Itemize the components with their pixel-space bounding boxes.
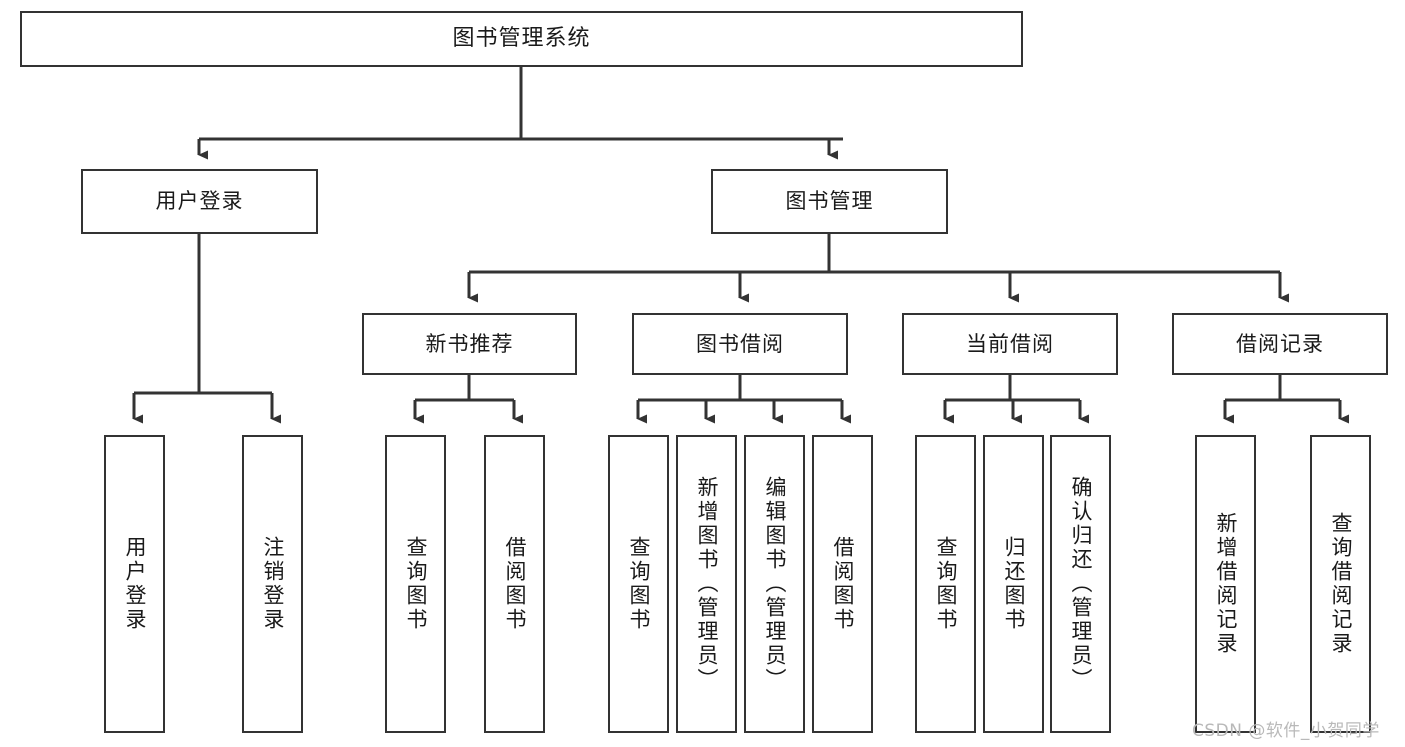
node-leaf-borrow-record-add-record[interactable]: 新增借阅记录 (1195, 435, 1256, 733)
node-label: 图书管理 (785, 189, 874, 214)
node-label: 查询图书 (404, 536, 428, 632)
node-leaf-user-login-logout[interactable]: 注销登录 (242, 435, 303, 733)
node-label: 查询借阅记录 (1329, 512, 1353, 656)
node-label: 确认归还（管理员） (1069, 476, 1093, 692)
node-leaf-book-borrow-query-book[interactable]: 查询图书 (608, 435, 669, 733)
node-label: 注销登录 (261, 536, 285, 632)
node-label: 用户登录 (155, 189, 244, 214)
node-leaf-new-book-query-book[interactable]: 查询图书 (385, 435, 446, 733)
node-label: 图书管理系统 (452, 26, 591, 52)
node-leaf-book-borrow-edit-book[interactable]: 编辑图书（管理员） (744, 435, 805, 733)
node-label: 借阅记录 (1236, 331, 1324, 356)
node-book-borrow[interactable]: 图书借阅 (632, 313, 848, 375)
node-leaf-current-borrow-confirm-return[interactable]: 确认归还（管理员） (1050, 435, 1111, 733)
node-label: 新增图书（管理员） (695, 476, 719, 692)
node-label: 借阅图书 (503, 536, 527, 632)
node-leaf-borrow-record-query-record[interactable]: 查询借阅记录 (1310, 435, 1371, 733)
node-leaf-current-borrow-return-book[interactable]: 归还图书 (983, 435, 1044, 733)
node-current-borrow[interactable]: 当前借阅 (902, 313, 1118, 375)
node-label: 图书借阅 (696, 331, 784, 356)
node-book-management[interactable]: 图书管理 (711, 169, 948, 234)
node-user-login[interactable]: 用户登录 (81, 169, 318, 234)
node-leaf-book-borrow-borrow-book[interactable]: 借阅图书 (812, 435, 873, 733)
node-label: 新书推荐 (425, 331, 514, 356)
node-label: 新增借阅记录 (1214, 512, 1238, 656)
node-label: 编辑图书（管理员） (763, 476, 787, 692)
node-label: 当前借阅 (966, 331, 1054, 356)
node-label: 用户登录 (123, 536, 147, 632)
node-label: 查询图书 (934, 536, 958, 632)
node-root-book-management-system[interactable]: 图书管理系统 (20, 11, 1023, 67)
node-label: 借阅图书 (831, 536, 855, 632)
node-label: 归还图书 (1002, 536, 1026, 632)
node-borrow-record[interactable]: 借阅记录 (1172, 313, 1388, 375)
node-leaf-current-borrow-query-book[interactable]: 查询图书 (915, 435, 976, 733)
node-label: 查询图书 (627, 536, 651, 632)
node-leaf-new-book-borrow-book[interactable]: 借阅图书 (484, 435, 545, 733)
node-new-book-recommend[interactable]: 新书推荐 (362, 313, 577, 375)
node-leaf-book-borrow-add-book[interactable]: 新增图书（管理员） (676, 435, 737, 733)
node-leaf-user-login-login[interactable]: 用户登录 (104, 435, 165, 733)
